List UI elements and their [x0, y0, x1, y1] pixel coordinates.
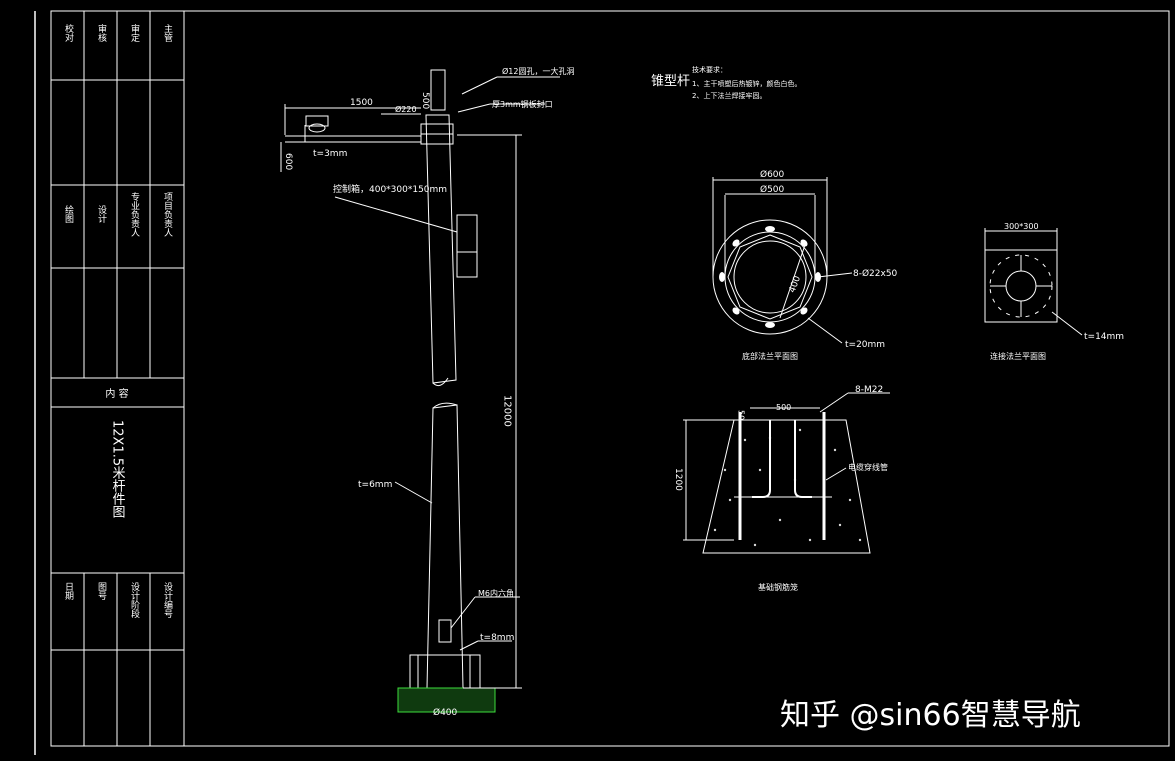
pole-dim-500: 500 [420, 92, 430, 109]
pole-dim-1500: 1500 [350, 98, 373, 108]
small-flange-thickness: t=14mm [1084, 332, 1124, 342]
pole-door-bolt: M6内六角 [478, 588, 514, 598]
flange-holes: 8-Ø22x50 [853, 268, 898, 279]
tb-mid-cell-3: 专业负责人 [129, 191, 140, 237]
pole-wall-thickness: t=6mm [358, 480, 392, 490]
foundation-pipe-note: 电缆穿线管 [848, 462, 888, 472]
flange-dim-inner: Ø500 [760, 184, 785, 195]
pole-cap-note: 厚3mm钢板封口 [492, 99, 553, 109]
flange-dim-r: 400 [788, 274, 803, 294]
pole-dim-220: Ø220 [395, 104, 417, 114]
foundation-dim-50: 50 [737, 410, 746, 420]
note-line-1: 1、主干喷塑后热镀锌，颜色白色。 [692, 79, 801, 88]
pole-arm-thickness: t=3mm [313, 149, 347, 159]
foundation-bolts: 8-M22 [855, 385, 883, 395]
flange-thickness: t=20mm [845, 340, 885, 350]
pole-dim-600: 600 [283, 153, 293, 170]
pole-elevation: Ø12圆孔，一大孔洞 1500 500 Ø220 厚3mm钢板封口 t=3mm … [280, 66, 574, 718]
tb-mid-cell-2: 设计 [96, 205, 107, 224]
tb-mid-cell-4: 项目负责人 [162, 192, 173, 237]
flange-caption: 底部法兰平面图 [742, 351, 798, 361]
tb-bottom-cell-3: 设计阶段 [129, 582, 140, 619]
spec-notes: 锥型杆 技术要求： 1、主干喷塑后热镀锌，颜色白色。 2、上下法兰焊接牢固。 [651, 65, 801, 100]
tb-bottom-cell-4: 设计编号 [162, 582, 173, 619]
flange-dim-outer: Ø600 [760, 169, 785, 180]
tb-top-cell-3: 审定 [129, 23, 140, 43]
small-flange-dim: 300*300 [1004, 222, 1039, 231]
pole-type-label: 锥型杆 [651, 74, 690, 89]
note-line-2: 2、上下法兰焊接牢固。 [692, 91, 766, 100]
pole-box-note: 控制箱，400*300*150mm [333, 183, 447, 195]
tb-bottom-cell-2: 图号 [96, 582, 107, 601]
foundation-dim-500: 500 [776, 403, 791, 412]
foundation-section: 8-M22 50 500 1200 电缆穿线管 基础钢筋笼 [673, 385, 890, 592]
tb-mid-cell-1: 绘图 [63, 204, 74, 224]
tb-bottom-cell-1: 日期 [63, 582, 74, 601]
foundation-caption: 基础钢筋笼 [758, 582, 798, 592]
title-block: 校对 审核 审定 主管 绘图 设计 专业负责人 项目负责人 内 容 12X1.5… [50, 10, 185, 747]
pole-base-thickness: t=8mm [480, 633, 514, 643]
foundation-dim-1200: 1200 [673, 468, 683, 491]
base-flange-plan: Ø600 Ø500 400 8-Ø22x50 t=20mm 底部法兰平面图 [712, 169, 898, 361]
tb-top-cell-4: 主管 [162, 23, 173, 42]
pole-base-dim: Ø400 [433, 707, 458, 718]
footing-hatch [397, 687, 496, 713]
tb-top-cell-2: 审核 [96, 23, 107, 43]
drawing-frame [50, 10, 1170, 747]
pole-top-note: Ø12圆孔，一大孔洞 [502, 66, 574, 76]
notes-title: 技术要求： [692, 65, 727, 74]
small-flange-caption: 连接法兰平面图 [990, 351, 1046, 361]
tb-top-cell-1: 校对 [63, 23, 74, 42]
tb-content-header: 内 容 [105, 387, 128, 400]
connection-flange-plan: 300*300 t=14mm 连接法兰平面图 [984, 222, 1124, 361]
watermark: 知乎 @sin66智慧导航 [780, 698, 1081, 733]
tb-drawing-title: 12X1.5米杆件图 [110, 420, 126, 519]
pole-dim-12000: 12000 [502, 395, 513, 427]
